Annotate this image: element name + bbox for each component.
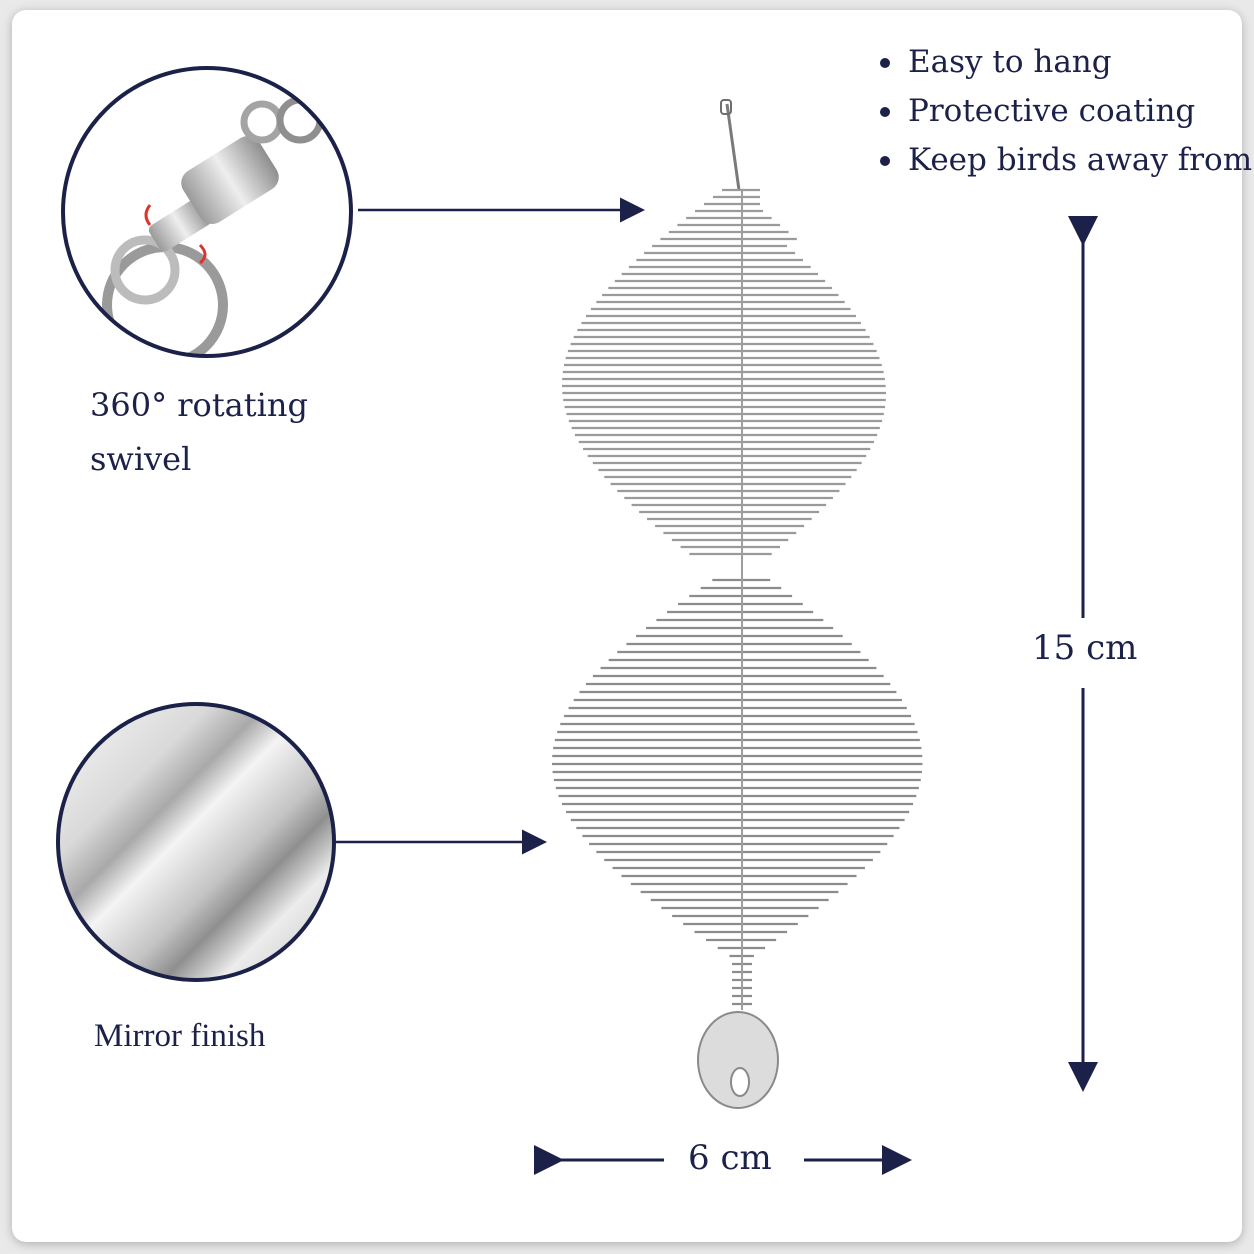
bullet-icon (880, 107, 890, 117)
height-label: 15 cm (1030, 628, 1140, 668)
swivel-caption: 360° rotating swivel (90, 386, 308, 478)
feature-list: Easy to hang Protective coating Keep bir… (876, 38, 1252, 185)
feature-item: Keep birds away from (876, 136, 1252, 185)
width-label: 6 cm (686, 1138, 774, 1178)
bullet-icon (880, 58, 890, 68)
spiral-spinner-image (552, 99, 923, 1109)
bullet-icon (880, 156, 890, 166)
swivel-detail-image (61, 66, 353, 358)
mirror-caption: Mirror finish (94, 1018, 266, 1054)
mirror-detail-image (56, 702, 336, 982)
feature-item: Protective coating (876, 87, 1252, 136)
rotation-marker-icon (144, 204, 152, 226)
feature-item: Easy to hang (876, 38, 1252, 87)
spinner-tail-drop (697, 1011, 779, 1109)
hanging-chain (725, 103, 741, 191)
